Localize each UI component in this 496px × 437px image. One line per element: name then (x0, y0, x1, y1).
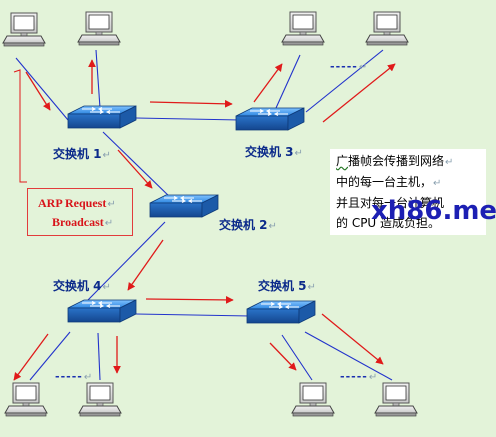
link-s4-pc6 (97, 332, 101, 381)
link-s5-pc7 (281, 334, 313, 381)
switch-2-label: 交换机 2↵ (219, 218, 277, 232)
arp-box-line-1: ARP Request↵ (38, 196, 116, 210)
link-pc4-s3 (305, 49, 384, 113)
arp-box-line-2: Broadcast↵ (52, 215, 114, 229)
link-pc1-s1 (15, 57, 69, 121)
more-hosts-ellipsis: -----↵ (340, 370, 379, 383)
note-line-1: 广播帧会传播到网络↵ (336, 154, 454, 168)
pc-icon (374, 382, 418, 417)
link-s2-s4 (87, 221, 166, 301)
note-line-2: 中的每一台主机，↵ (336, 175, 442, 189)
arp-box-bracket (13, 69, 27, 183)
pc-icon (78, 382, 122, 417)
pc-icon (4, 382, 48, 417)
arrow-s5-to-pc8 (321, 313, 384, 365)
switch-5-icon (246, 300, 316, 324)
link-pc3-s3 (275, 54, 301, 109)
note-line-3: 并且对每一台计算机 (336, 196, 445, 210)
arrow-s1-to-s2 (117, 149, 153, 189)
switch-1-icon (67, 105, 137, 129)
switch-4-icon (67, 299, 137, 323)
switch-2-icon (149, 194, 219, 218)
pc-icon (2, 12, 46, 47)
site-watermark: xh86.me (371, 196, 496, 226)
link-s4-s5 (135, 313, 251, 317)
pc-icon (365, 11, 409, 46)
arrow-s2-to-s4 (127, 239, 164, 291)
arrow-s5-to-pc7 (269, 342, 297, 371)
arp-request-broadcast-box: ARP Request↵ Broadcast↵ (27, 188, 133, 236)
arrow-pc1-to-s1 (25, 71, 51, 111)
more-hosts-ellipsis: -----↵ (55, 370, 94, 383)
note-line-4: 的 CPU 造成负担。 (336, 216, 441, 230)
pc-icon (77, 11, 121, 46)
arrow-s1-to-s3 (149, 99, 233, 108)
link-s4-pc5 (29, 331, 71, 381)
arrow-s3-to-pc4 (322, 63, 396, 123)
pc-icon (281, 11, 325, 46)
arrow-s4-to-pc5 (13, 333, 49, 381)
link-s1-s3 (135, 117, 241, 121)
switch-5-label: 交换机 5↵ (258, 279, 316, 293)
switch-4-label: 交换机 4↵ (53, 279, 111, 293)
pc-icon (291, 382, 335, 417)
broadcast-explanation-note: 广播帧会传播到网络↵ 中的每一台主机，↵ 并且对每一台计算机 的 CPU 造成负… (330, 149, 486, 235)
link-pc2-s1 (95, 49, 101, 109)
link-s1-s2 (102, 131, 174, 201)
arrow-s4-to-s5 (145, 296, 234, 304)
arrow-s3-to-pc3 (253, 63, 283, 103)
more-hosts-ellipsis: -----↵ (330, 60, 369, 73)
link-s5-pc8 (304, 331, 393, 381)
switch-1-label: 交换机 1↵ (53, 147, 111, 161)
switch-3-icon (235, 107, 305, 131)
network-links (15, 49, 393, 381)
switch-3-label: 交换机 3↵ (245, 145, 303, 159)
broadcast-arrows (13, 59, 396, 381)
